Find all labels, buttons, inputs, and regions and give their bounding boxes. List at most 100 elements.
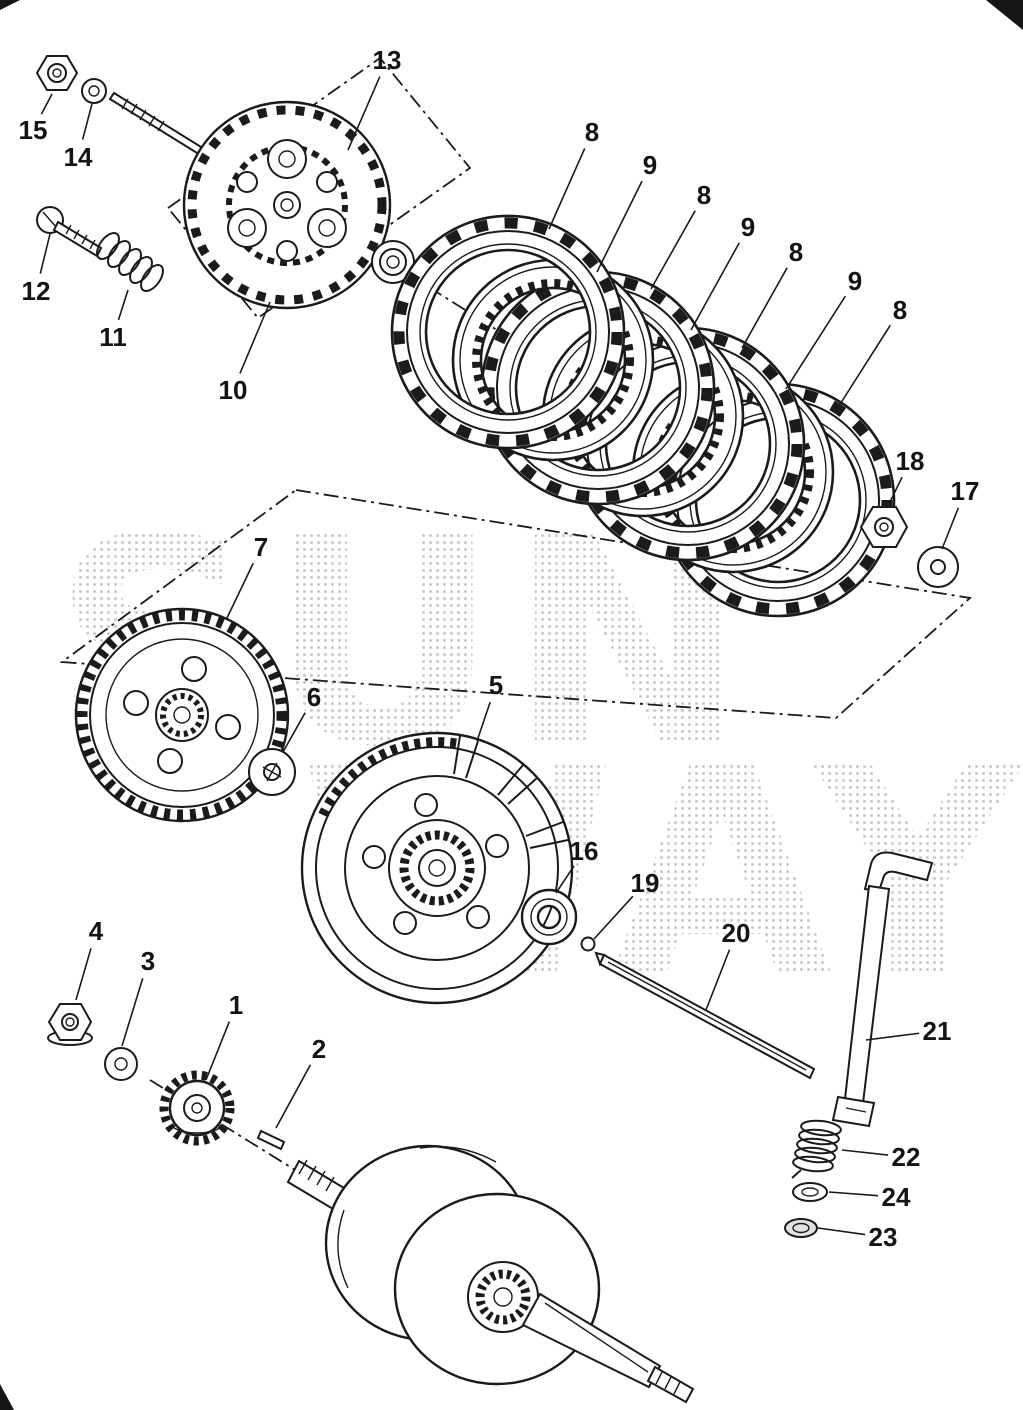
housing-hole [466,905,490,929]
thread-mark [157,120,165,132]
leader-line-17 [941,507,960,550]
housing-slot [507,777,538,805]
leader-line-2 [275,1064,312,1129]
seal-23 [784,1218,818,1238]
clutch-spring-11 [96,231,164,293]
gear-1-hub [173,1127,221,1134]
callout-9: 9 [741,212,755,242]
callout-5: 5 [489,670,503,700]
leader-line-6 [282,712,306,753]
callout-8: 8 [789,237,803,267]
nut-15-hole-inner [52,68,62,78]
callout-8: 8 [697,180,711,210]
leader-line-8 [836,324,892,410]
leader-line-23 [817,1227,866,1236]
clutch-boss-assembly [182,100,415,310]
callout-15: 15 [19,115,48,145]
spring-post [307,208,347,248]
callout-20: 20 [722,918,751,948]
screw-cross [266,762,278,782]
housing-slot [453,735,461,775]
thread-mark [316,1170,326,1186]
thread-mark [148,115,156,127]
callout-18: 18 [896,446,925,476]
spring-coil [118,247,142,277]
housing-rim [315,746,559,990]
bolt-12 [36,206,103,258]
screw-6 [248,748,296,796]
washer-24-hole [801,1187,819,1197]
lever-spring-group [784,1119,842,1238]
leader-line-10 [239,301,271,374]
thread-mark [89,239,96,250]
friction-tabs [393,217,623,447]
crank-threaded-tip [646,1365,695,1404]
scan-artifact [986,0,1023,30]
crank-gear-group [47,1003,286,1151]
ball-19 [580,936,596,952]
thread-mark [81,234,88,245]
nut-15-hole [47,63,67,83]
callout-9: 9 [848,266,862,296]
pushrod-group [520,888,816,1080]
nut-18 [859,506,909,548]
screw-recess [263,763,281,781]
gear-face [105,638,259,792]
hub-gear-teeth [399,830,475,906]
housing-hole [393,911,417,935]
housing-drum [300,731,574,1005]
nut-4 [47,1003,93,1041]
leader-line-24 [828,1191,879,1197]
spring-coil [800,1119,842,1137]
steel-face [459,266,647,454]
leader-line-8 [548,148,586,230]
spring-post-hole [318,219,336,237]
callout-23: 23 [869,1222,898,1252]
nut-18-hole [874,517,894,537]
gear-rim [89,622,275,808]
leader-line-13 [347,76,381,151]
leader-line-18 [887,476,903,507]
bolt-slot [42,211,58,229]
gear-teeth [76,609,288,821]
crankshaft [286,1144,695,1404]
hub-bore [418,849,456,887]
spring-coil [798,1128,840,1146]
leader-line-9 [690,242,740,331]
thread-mark [121,98,129,110]
washer-17-hole [930,559,946,575]
nut-4-hole [61,1013,79,1031]
callout-8: 8 [893,295,907,325]
housing-slot [465,740,479,779]
housing-hole [414,793,438,817]
leader-line-14 [81,103,93,140]
callout-11: 11 [99,322,127,352]
thread-mark [298,1159,308,1175]
leader-line-20 [705,949,731,1011]
callout-24: 24 [882,1182,911,1212]
bolt-shaft [52,220,103,258]
washer-3 [104,1047,138,1081]
leader-line-16 [555,865,575,894]
seal-23-hole [792,1222,810,1234]
leader-line-9 [785,295,846,390]
leader-line-9 [596,180,643,273]
friction-face [406,230,610,434]
spring-post-hole [238,219,256,237]
friction-plate-8 [390,214,626,450]
boss-teeth [187,105,387,305]
spring-coil [96,231,120,261]
lever-foot-line [845,1107,867,1113]
nut-15 [35,55,79,91]
gear-1-teeth [159,1070,235,1146]
boss-lug [236,171,258,193]
gear-hole [123,690,149,716]
crank-pin-bore [493,1287,513,1307]
nut-18-hole-inner [879,522,889,532]
thread-mark [130,103,138,115]
clutch-plate-stack [390,214,896,618]
gear-body [74,607,290,823]
web-contour [419,1145,497,1163]
washer-16 [520,888,578,946]
thread-mark [664,1376,672,1390]
